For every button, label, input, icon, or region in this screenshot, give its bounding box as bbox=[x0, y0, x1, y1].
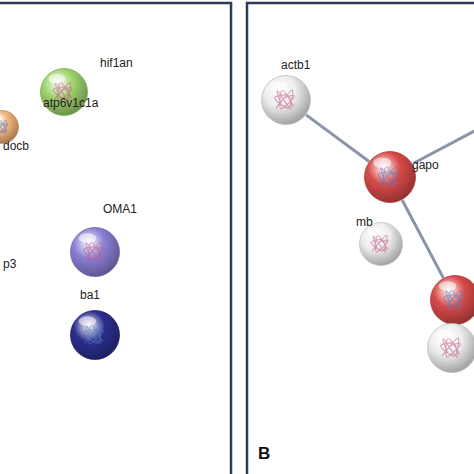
panel-a-frame bbox=[0, 3, 231, 474]
protein-sphere bbox=[427, 323, 474, 373]
protein-node bbox=[430, 275, 474, 325]
interaction-line bbox=[306, 115, 369, 162]
node-label: gapo bbox=[412, 158, 439, 172]
protein-node: ba1 bbox=[70, 310, 120, 360]
protein-node: OMA1 bbox=[70, 227, 120, 277]
node-label: actb1 bbox=[281, 58, 310, 72]
node-label: ba1 bbox=[80, 288, 100, 302]
node-label: p3 bbox=[3, 257, 16, 271]
node-label: OMA1 bbox=[103, 202, 137, 216]
protein-sphere bbox=[0, 110, 19, 144]
protein-sphere bbox=[70, 310, 120, 360]
protein-node: atp6v1c1a bbox=[0, 110, 19, 144]
node-label: docb bbox=[3, 139, 29, 153]
panel-b-frame bbox=[247, 3, 474, 474]
node-label: mb bbox=[356, 215, 373, 229]
node-label: atp6v1c1a bbox=[43, 96, 98, 110]
protein-node: mb bbox=[359, 222, 403, 266]
interaction-line bbox=[414, 128, 474, 163]
protein-sphere bbox=[261, 75, 311, 125]
protein-sphere bbox=[70, 227, 120, 277]
interaction-line bbox=[402, 200, 443, 278]
panel-letter: B bbox=[258, 444, 270, 464]
protein-node: gapo bbox=[364, 151, 416, 203]
node-label: hif1an bbox=[100, 56, 133, 70]
protein-node bbox=[427, 323, 474, 373]
protein-node: actb1 bbox=[261, 75, 311, 125]
protein-sphere bbox=[364, 151, 416, 203]
protein-sphere bbox=[430, 275, 474, 325]
